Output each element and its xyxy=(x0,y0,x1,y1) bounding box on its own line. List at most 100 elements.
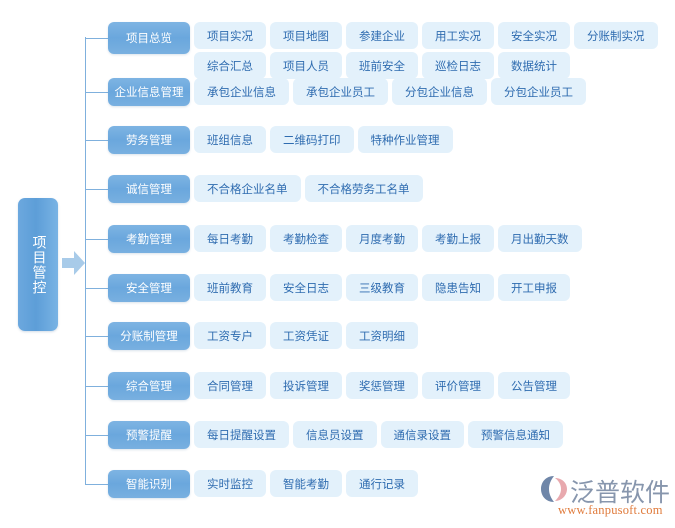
sub-item-node[interactable]: 工资凭证 xyxy=(270,322,342,349)
sub-item-stack: 不合格企业名单不合格劳务工名单 xyxy=(194,175,423,202)
sub-item-node[interactable]: 项目地图 xyxy=(270,22,342,49)
sub-item-stack: 实时监控智能考勤通行记录 xyxy=(194,470,418,497)
tree-branch xyxy=(85,386,108,387)
sub-item-node[interactable]: 考勤上报 xyxy=(422,225,494,252)
sub-item-stack: 项目实况项目地图参建企业用工实况安全实况分账制实况综合汇总项目人员班前安全巡检日… xyxy=(194,22,658,79)
sub-item-node[interactable]: 安全实况 xyxy=(498,22,570,49)
sub-item-node[interactable]: 预警信息通知 xyxy=(468,421,563,448)
sub-item-node[interactable]: 安全日志 xyxy=(270,274,342,301)
sub-item-node[interactable]: 奖惩管理 xyxy=(346,372,418,399)
sub-item-node[interactable]: 特种作业管理 xyxy=(357,126,453,153)
right-arrow-icon xyxy=(62,250,86,276)
root-node-project-control[interactable]: 项目管控 xyxy=(18,198,58,331)
category-node[interactable]: 诚信管理 xyxy=(108,175,190,203)
sub-item-node[interactable]: 数据统计 xyxy=(498,52,570,79)
sub-item-stack: 班前教育安全日志三级教育隐患告知开工申报 xyxy=(194,274,570,301)
sub-item-line: 班组信息二维码打印特种作业管理 xyxy=(194,126,453,153)
logo-url-text: www.fanpusoft.com xyxy=(558,503,663,517)
sub-item-line: 每日考勤考勤检查月度考勤考勤上报月出勤天数 xyxy=(194,225,582,252)
tree-branch xyxy=(85,288,108,289)
category-node[interactable]: 劳务管理 xyxy=(108,126,190,154)
sub-item-node[interactable]: 项目实况 xyxy=(194,22,266,49)
sub-item-node[interactable]: 开工申报 xyxy=(498,274,570,301)
sub-item-node[interactable]: 承包企业信息 xyxy=(194,78,289,105)
sub-item-node[interactable]: 用工实况 xyxy=(422,22,494,49)
sub-item-node[interactable]: 分账制实况 xyxy=(574,22,658,49)
sub-item-node[interactable]: 班前安全 xyxy=(346,52,418,79)
category-node[interactable]: 预警提醒 xyxy=(108,421,190,449)
category-node[interactable]: 企业信息管理 xyxy=(108,78,190,106)
sub-item-line: 项目实况项目地图参建企业用工实况安全实况分账制实况 xyxy=(194,22,658,49)
category-node[interactable]: 分账制管理 xyxy=(108,322,190,350)
sub-item-line: 班前教育安全日志三级教育隐患告知开工申报 xyxy=(194,274,570,301)
diagram-row: 诚信管理不合格企业名单不合格劳务工名单 xyxy=(108,175,423,203)
sub-item-node[interactable]: 每日考勤 xyxy=(194,225,266,252)
sub-item-node[interactable]: 合同管理 xyxy=(194,372,266,399)
sub-item-stack: 合同管理投诉管理奖惩管理评价管理公告管理 xyxy=(194,372,570,399)
sub-item-line: 实时监控智能考勤通行记录 xyxy=(194,470,418,497)
sub-item-node[interactable]: 通信录设置 xyxy=(380,421,464,448)
sub-item-node[interactable]: 二维码打印 xyxy=(270,126,354,153)
sub-item-node[interactable]: 隐患告知 xyxy=(422,274,494,301)
category-node[interactable]: 项目总览 xyxy=(108,22,190,54)
sub-item-node[interactable]: 三级教育 xyxy=(346,274,418,301)
tree-branch xyxy=(85,435,108,436)
logo-mark-icon xyxy=(540,475,570,503)
sub-item-line: 承包企业信息承包企业员工分包企业信息分包企业员工 xyxy=(194,78,586,105)
tree-branch xyxy=(85,38,108,39)
sub-item-node[interactable]: 项目人员 xyxy=(270,52,342,79)
sub-item-node[interactable]: 不合格劳务工名单 xyxy=(304,175,423,202)
sub-item-node[interactable]: 分包企业信息 xyxy=(392,78,487,105)
sub-item-line: 综合汇总项目人员班前安全巡检日志数据统计 xyxy=(194,52,658,79)
sub-item-node[interactable]: 工资明细 xyxy=(346,322,418,349)
sub-item-node[interactable]: 评价管理 xyxy=(422,372,494,399)
sub-item-node[interactable]: 月度考勤 xyxy=(346,225,418,252)
sub-item-node[interactable]: 巡检日志 xyxy=(422,52,494,79)
diagram-row: 劳务管理班组信息二维码打印特种作业管理 xyxy=(108,126,453,154)
sub-item-node[interactable]: 信息员设置 xyxy=(293,421,377,448)
diagram-row: 分账制管理工资专户工资凭证工资明细 xyxy=(108,322,418,350)
category-node[interactable]: 考勤管理 xyxy=(108,225,190,253)
sub-item-line: 不合格企业名单不合格劳务工名单 xyxy=(194,175,423,202)
sub-item-node[interactable]: 分包企业员工 xyxy=(491,78,586,105)
diagram-row: 项目总览项目实况项目地图参建企业用工实况安全实况分账制实况综合汇总项目人员班前安… xyxy=(108,22,658,79)
sub-item-node[interactable]: 公告管理 xyxy=(498,372,570,399)
sub-item-node[interactable]: 智能考勤 xyxy=(270,470,342,497)
sub-item-node[interactable]: 投诉管理 xyxy=(270,372,342,399)
logo-brand-text: 泛普软件 xyxy=(570,478,671,507)
sub-item-stack: 每日提醒设置信息员设置通信录设置预警信息通知 xyxy=(194,421,563,448)
diagram-row: 企业信息管理承包企业信息承包企业员工分包企业信息分包企业员工 xyxy=(108,78,586,106)
tree-branch xyxy=(85,92,108,93)
sub-item-line: 每日提醒设置信息员设置通信录设置预警信息通知 xyxy=(194,421,563,448)
root-node-label: 项目管控 xyxy=(30,234,47,295)
category-node[interactable]: 安全管理 xyxy=(108,274,190,302)
sub-item-node[interactable]: 综合汇总 xyxy=(194,52,266,79)
sub-item-node[interactable]: 工资专户 xyxy=(194,322,266,349)
sub-item-stack: 工资专户工资凭证工资明细 xyxy=(194,322,418,349)
brand-logo: 泛普软件 www.fanpusoft.com xyxy=(540,473,671,521)
sub-item-node[interactable]: 考勤检查 xyxy=(270,225,342,252)
tree-spine xyxy=(85,37,86,484)
tree-branch xyxy=(85,336,108,337)
diagram-row: 考勤管理每日考勤考勤检查月度考勤考勤上报月出勤天数 xyxy=(108,225,582,253)
diagram-row: 智能识别实时监控智能考勤通行记录 xyxy=(108,470,418,498)
tree-branch xyxy=(85,140,108,141)
sub-item-node[interactable]: 班前教育 xyxy=(194,274,266,301)
sub-item-node[interactable]: 每日提醒设置 xyxy=(194,421,289,448)
sub-item-node[interactable]: 承包企业员工 xyxy=(293,78,388,105)
sub-item-node[interactable]: 班组信息 xyxy=(194,126,266,153)
category-node[interactable]: 智能识别 xyxy=(108,470,190,498)
sub-item-node[interactable]: 通行记录 xyxy=(346,470,418,497)
sub-item-node[interactable]: 月出勤天数 xyxy=(498,225,582,252)
sub-item-stack: 承包企业信息承包企业员工分包企业信息分包企业员工 xyxy=(194,78,586,105)
diagram-row: 预警提醒每日提醒设置信息员设置通信录设置预警信息通知 xyxy=(108,421,563,449)
sub-item-line: 合同管理投诉管理奖惩管理评价管理公告管理 xyxy=(194,372,570,399)
sub-item-node[interactable]: 实时监控 xyxy=(194,470,266,497)
category-node[interactable]: 综合管理 xyxy=(108,372,190,400)
tree-branch xyxy=(85,239,108,240)
sub-item-node[interactable]: 参建企业 xyxy=(346,22,418,49)
sub-item-stack: 班组信息二维码打印特种作业管理 xyxy=(194,126,453,153)
diagram-row: 综合管理合同管理投诉管理奖惩管理评价管理公告管理 xyxy=(108,372,570,400)
sub-item-node[interactable]: 不合格企业名单 xyxy=(194,175,301,202)
